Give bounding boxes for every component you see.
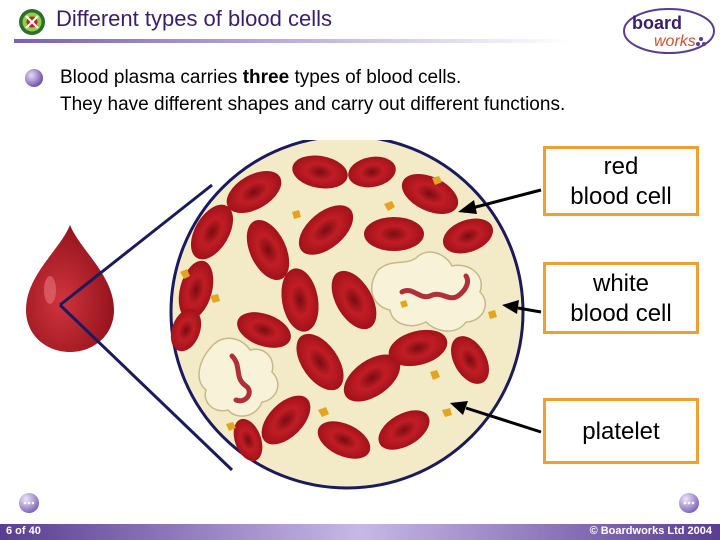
label-red-line-1: red — [603, 153, 639, 180]
label-platelet-text: platelet — [582, 418, 660, 445]
label-white-blood-cell: white blood cell — [543, 262, 699, 334]
intro-line-1: Blood plasma carries three types of bloo… — [60, 64, 565, 91]
intro-text: Blood plasma carries three types of bloo… — [60, 64, 565, 118]
white-blood-cell — [371, 251, 486, 332]
previous-slide-button[interactable] — [18, 492, 40, 514]
platelets — [180, 176, 497, 431]
label-white-line-2: blood cell — [570, 300, 672, 327]
next-slide-button[interactable] — [678, 492, 700, 514]
boardworks-logo: board works — [623, 8, 715, 54]
page-number: 6 of 40 — [6, 525, 41, 537]
label-platelet: platelet — [543, 398, 699, 464]
title-underline — [14, 39, 570, 43]
intro-line-1-suffix: types of blood cells. — [289, 67, 462, 88]
intro-line-2: They have different shapes and carry out… — [60, 94, 566, 115]
page-title: Different types of blood cells — [56, 6, 332, 31]
logo-word-board: board — [632, 13, 682, 33]
label-red-blood-cell: red blood cell — [543, 146, 699, 216]
blood-drop-icon — [26, 225, 114, 352]
blood-cells-diagram — [26, 140, 542, 490]
white-blood-cell — [198, 337, 279, 417]
intro-line-1-bold: three — [242, 67, 290, 88]
label-white-line-1: white — [592, 270, 650, 297]
copyright-text: © Boardworks Ltd 2004 — [589, 525, 712, 537]
intro-line-1-prefix: Blood plasma carries — [60, 67, 243, 88]
bullseye-icon — [19, 9, 45, 35]
label-red-line-2: blood cell — [570, 183, 672, 210]
footer-bar — [0, 524, 720, 540]
red-blood-cells — [170, 155, 494, 462]
bullet-icon — [25, 69, 43, 87]
logo-word-works: works — [654, 33, 696, 50]
magnify-line-top — [59, 183, 213, 307]
label-arrows — [450, 188, 542, 434]
magnify-line-bottom — [58, 303, 234, 472]
